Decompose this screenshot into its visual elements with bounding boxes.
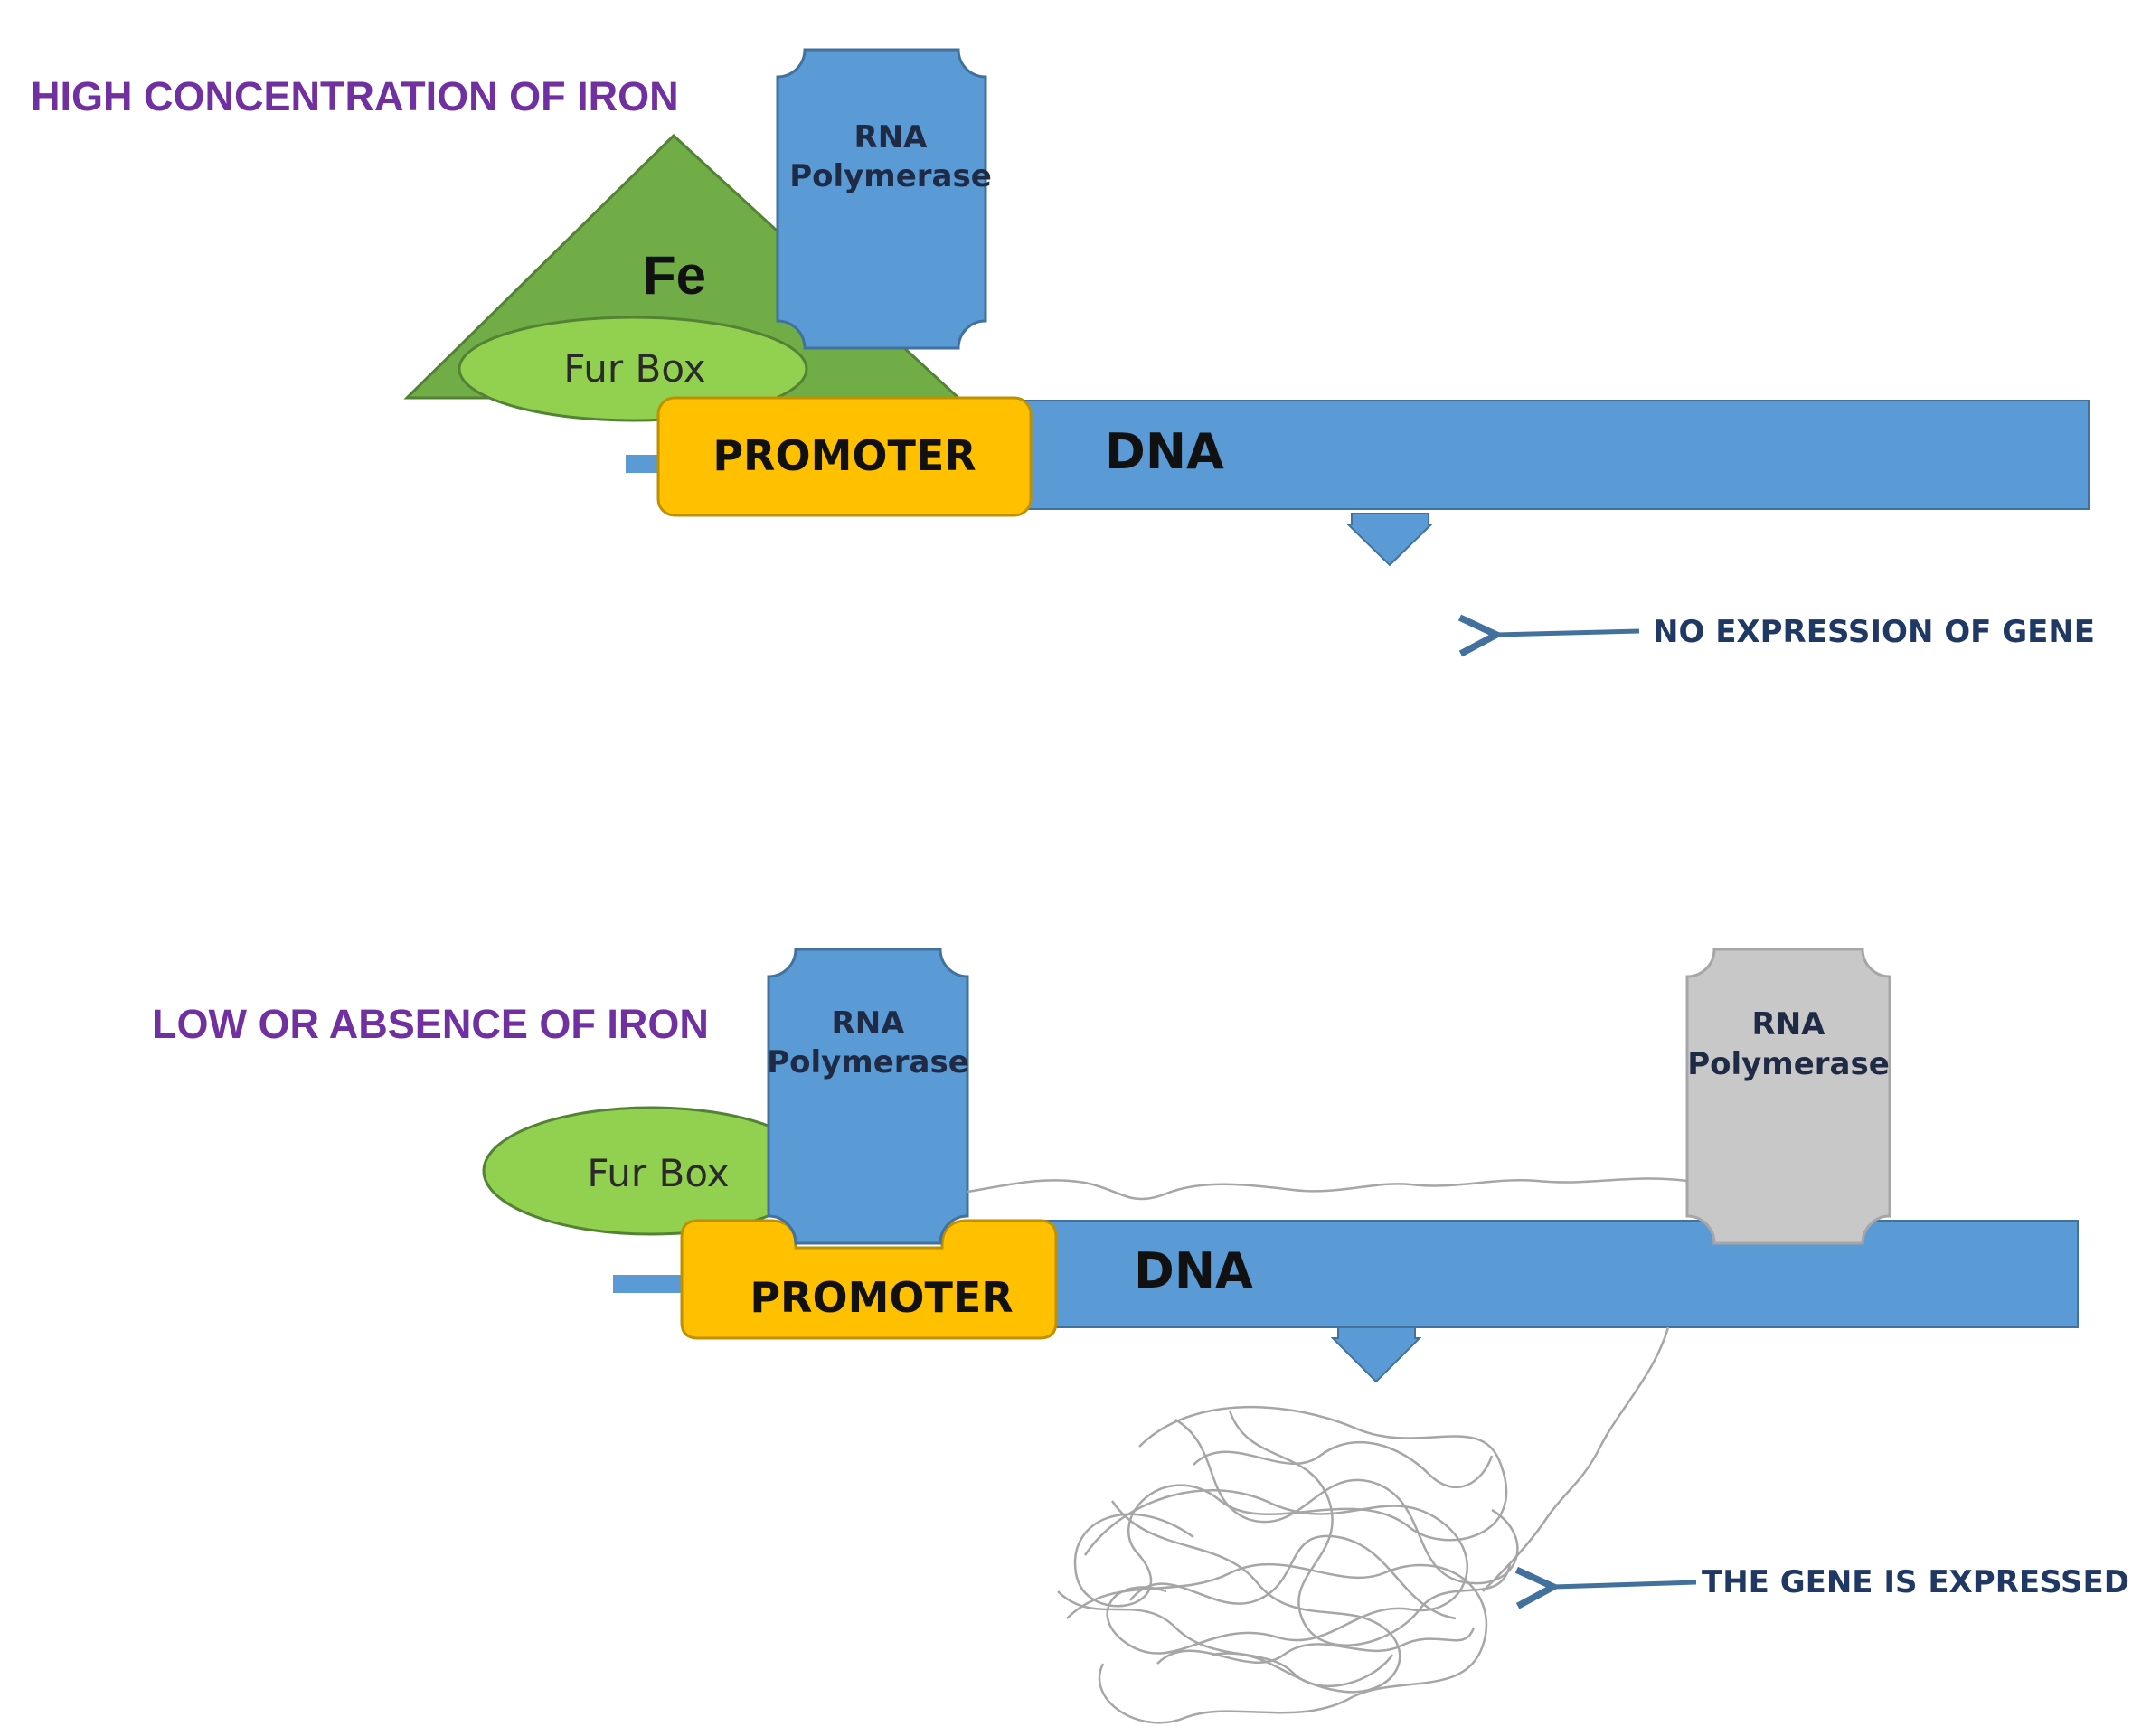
promoter [680, 1219, 1058, 1340]
promoter-label: PROMOTER [712, 431, 976, 480]
promoter [656, 396, 1033, 517]
fur-box [458, 316, 808, 422]
dna-strand [1039, 1220, 2079, 1328]
result-arrow [1496, 631, 1640, 635]
high-iron-heading: HIGH CONCENTRATION OF IRON [31, 73, 679, 119]
dna-label: DNA [1134, 1242, 1253, 1299]
no-expression-label: NO EXPRESSION OF GENE [1653, 614, 2095, 650]
dna-upstream-stub [613, 1275, 685, 1293]
fe-label: Fe [643, 245, 706, 306]
rna-polymerase-transcribing [1685, 948, 1891, 1245]
rna-polymerase-label-line2: Polymerase [767, 1044, 969, 1080]
result-arrow [1553, 1582, 1697, 1587]
rna-polymerase [776, 48, 987, 350]
rna-polymerase [767, 948, 969, 1245]
fur-box-label: Fur Box [563, 346, 705, 391]
transcription-down-arrow [1345, 513, 1434, 567]
transcript-strand-top [967, 1177, 1688, 1201]
low-iron-panel: LOW OR ABSENCE OF IRON Fur Box PROMOTER … [152, 948, 2129, 1724]
dna-upstream-stub [626, 455, 662, 473]
transcription-down-arrow [1330, 1326, 1422, 1383]
high-iron-panel: HIGH CONCENTRATION OF IRON Fe Fur Box RN… [31, 48, 2095, 650]
rna-polymerase-label-line2: Polymerase [789, 158, 992, 194]
dna-strand [1012, 400, 2090, 510]
rna-polymerase-transcribing-label-line1: RNA [1752, 1006, 1826, 1043]
dna-label: DNA [1105, 423, 1224, 480]
low-iron-heading: LOW OR ABSENCE OF IRON [152, 1001, 709, 1047]
rna-polymerase-label-line1: RNA [854, 119, 929, 156]
promoter-label: PROMOTER [750, 1273, 1013, 1322]
fur-box-label: Fur Box [587, 1151, 729, 1195]
transcript-tail [1482, 1326, 1670, 1592]
rna-polymerase-label-line1: RNA [832, 1005, 906, 1042]
gene-expressed-label: THE GENE IS EXPRESSED [1702, 1564, 2129, 1600]
rna-polymerase-transcribing-label-line2: Polymerase [1687, 1046, 1890, 1082]
mrna-tangle [1057, 1405, 1519, 1724]
